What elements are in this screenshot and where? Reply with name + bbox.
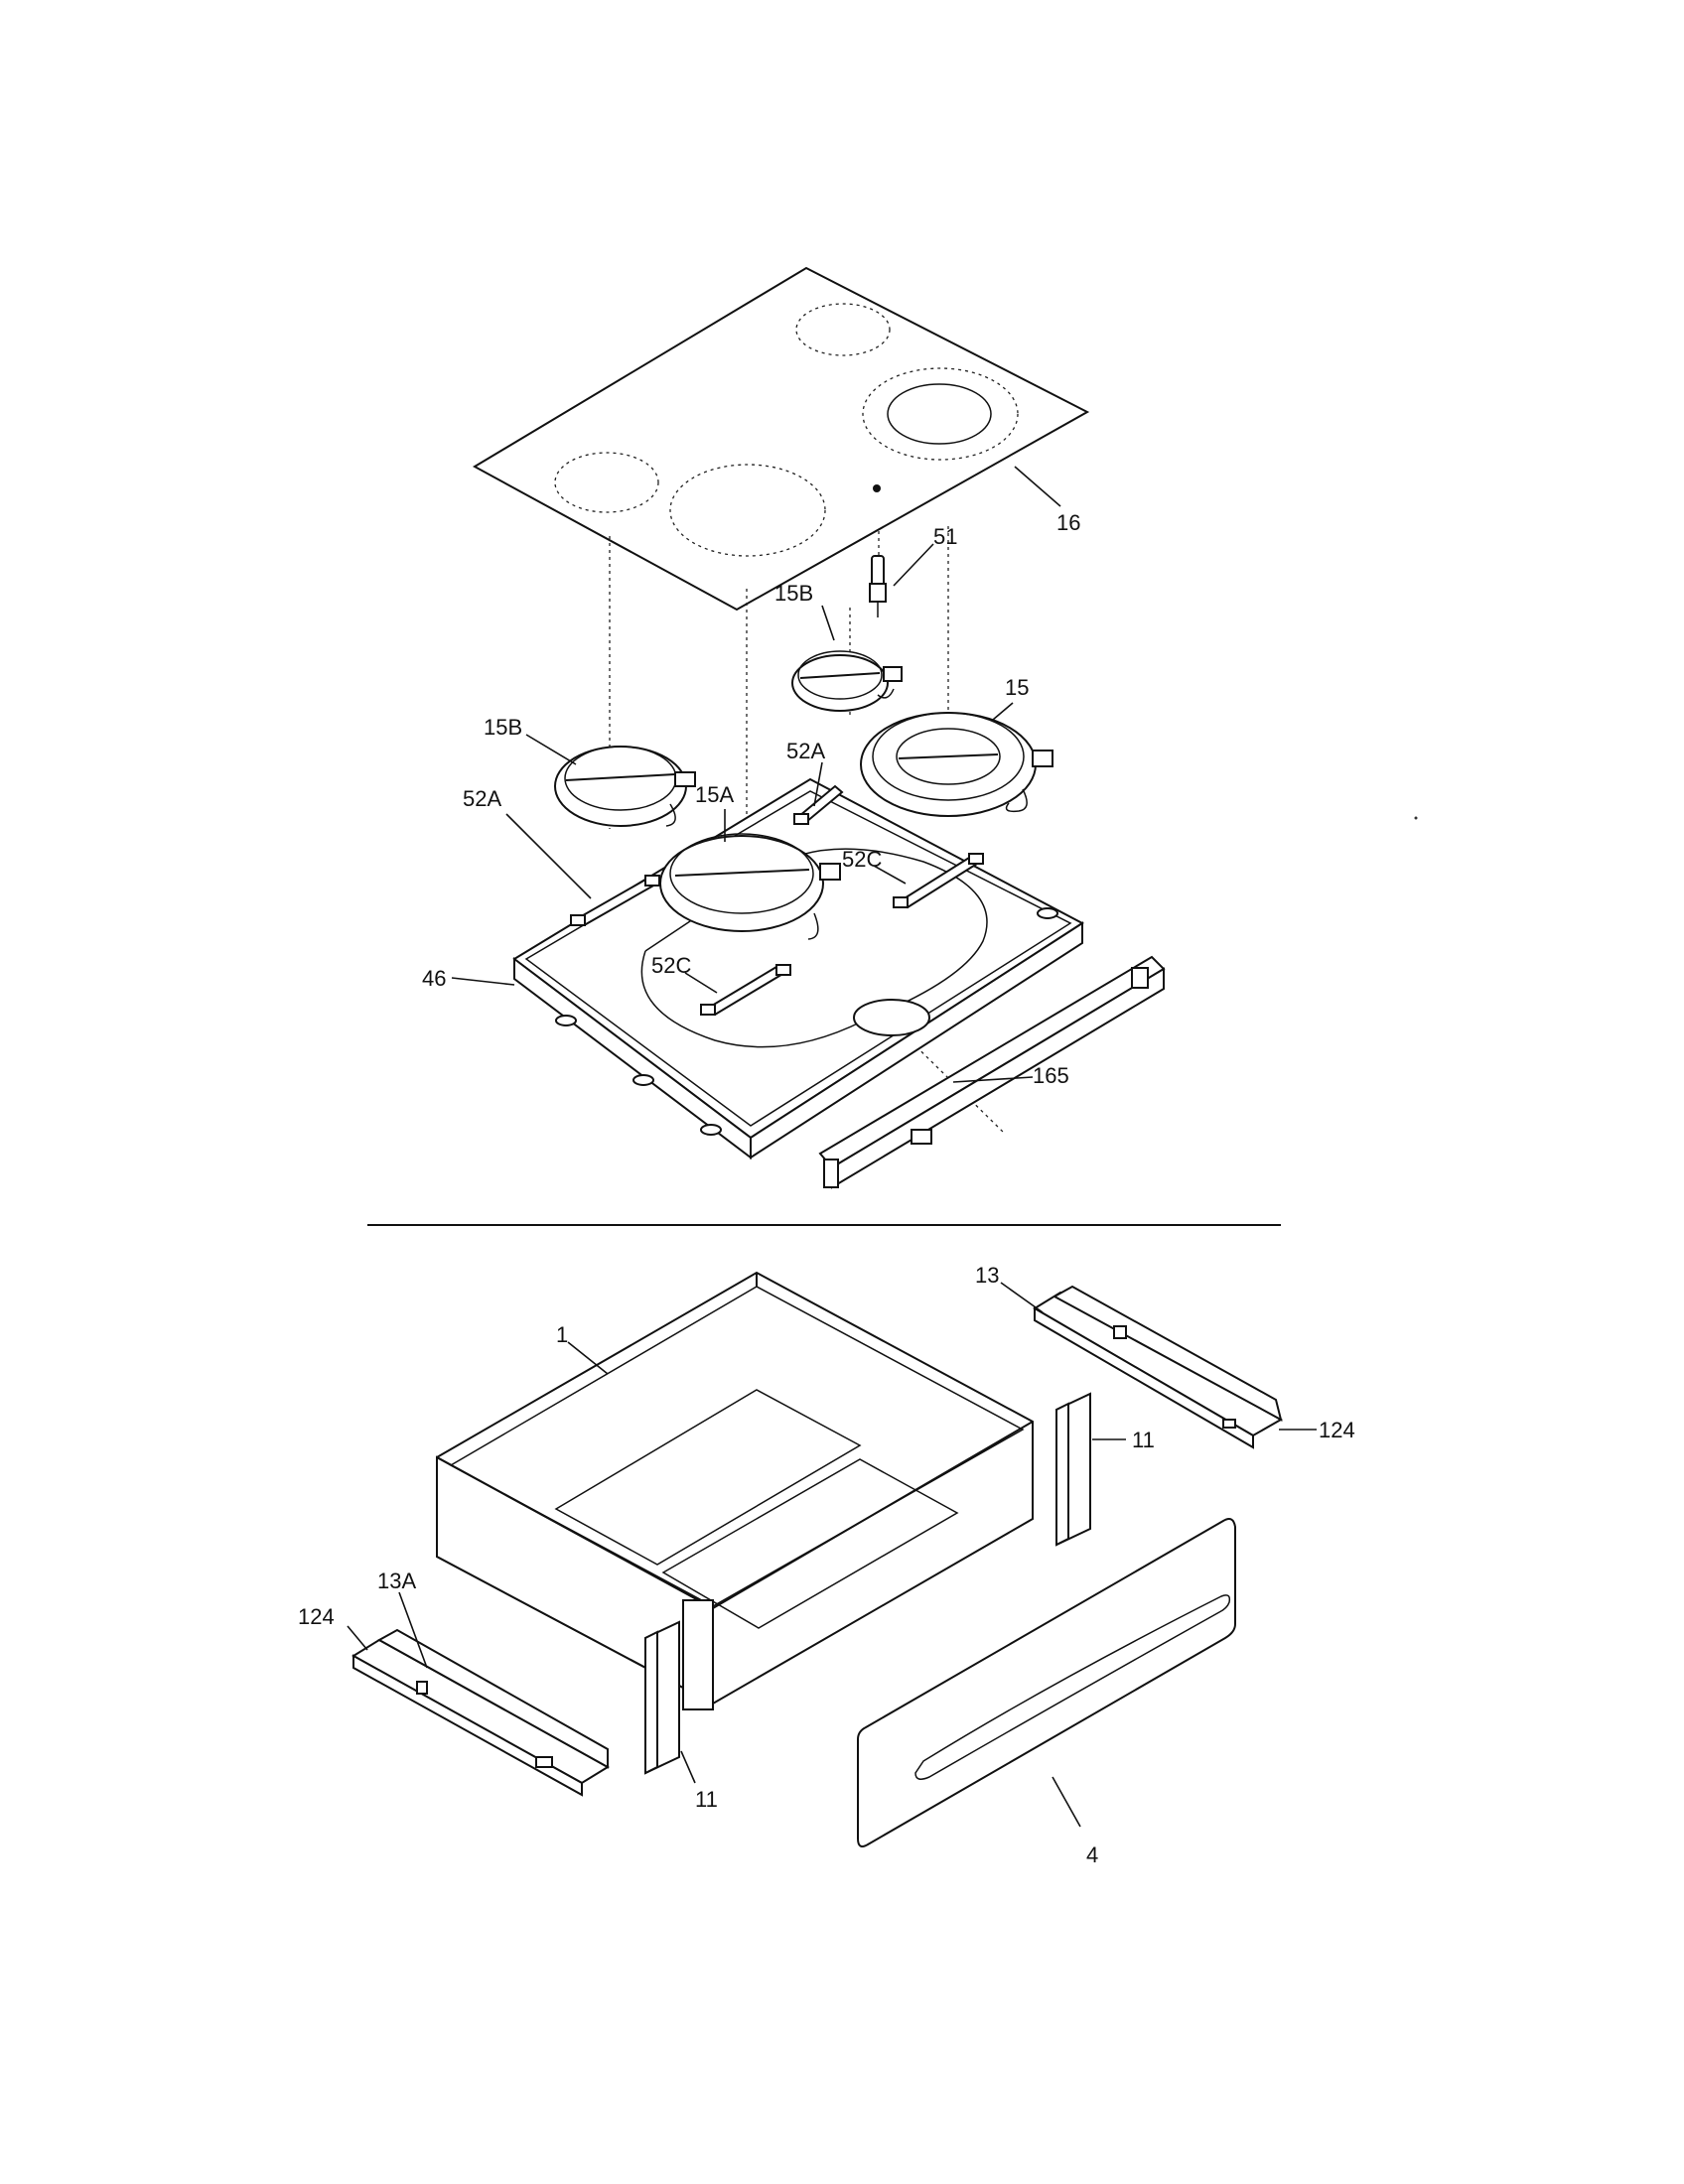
drawer-body-1 (436, 1271, 1034, 1710)
label-13: 13 (975, 1263, 999, 1288)
drawer-bracket-11-right (1055, 1392, 1091, 1547)
strap-52C-right (893, 853, 984, 909)
strap-52A-left (570, 875, 660, 926)
sensor-51 (869, 555, 887, 617)
label-46: 46 (422, 966, 446, 991)
label-1: 1 (556, 1322, 568, 1347)
drawer-front-4 (857, 1518, 1236, 1847)
part-labels: 16 51 15B 15 15B 52A 52A 15A 52C 52C 46 … (298, 510, 1355, 1867)
label-11-right: 11 (1132, 1428, 1155, 1452)
label-15A: 15A (695, 782, 734, 807)
drawer-bracket-11-left (644, 1620, 680, 1775)
label-51: 51 (933, 524, 957, 549)
label-124-right: 124 (1319, 1418, 1355, 1442)
burner-15-right (860, 712, 1053, 817)
slide-rail-13A (351, 1628, 610, 1797)
label-15B-top: 15B (774, 581, 813, 606)
slide-rail-13 (1033, 1285, 1284, 1449)
label-4: 4 (1086, 1843, 1098, 1867)
label-165: 165 (1033, 1063, 1069, 1088)
label-52C-left: 52C (651, 953, 691, 978)
bracket-165 (818, 955, 1166, 1189)
stray-mark (1414, 816, 1418, 820)
label-16: 16 (1056, 510, 1080, 535)
label-15B-left: 15B (484, 715, 522, 740)
burner-box-46 (512, 777, 1084, 1160)
label-15: 15 (1005, 675, 1029, 700)
cooktop-glass-top (472, 266, 1090, 612)
leader-lines (347, 466, 1317, 1828)
label-124-left: 124 (298, 1604, 335, 1629)
burner-15B-top (791, 650, 903, 712)
burner-15B-left (554, 746, 696, 827)
strap-52A-right (793, 784, 844, 825)
strap-52C-left (700, 964, 791, 1017)
label-52A-left: 52A (463, 786, 501, 811)
label-52C-right: 52C (842, 847, 882, 872)
label-13A: 13A (377, 1569, 416, 1593)
label-52A-right: 52A (786, 739, 825, 763)
label-11-left: 11 (695, 1787, 718, 1812)
